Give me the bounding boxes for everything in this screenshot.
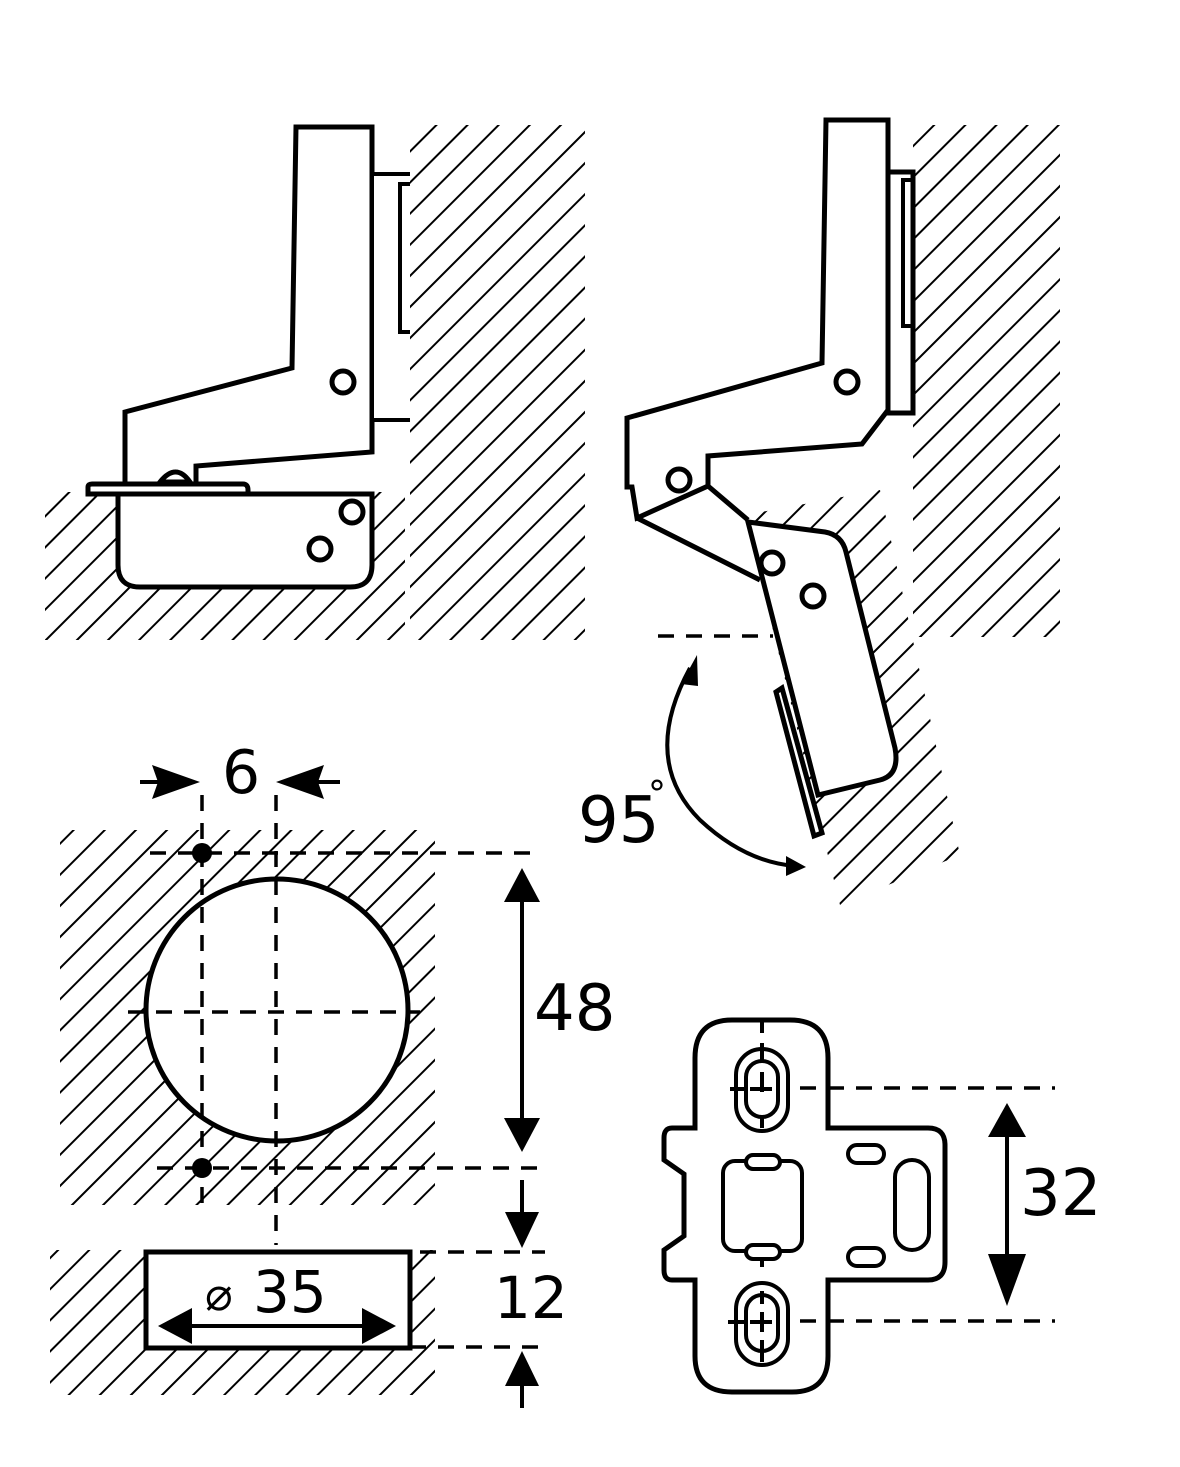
plate-spacing-arrow-top <box>988 1103 1026 1137</box>
angle-value: 95 <box>578 784 659 858</box>
open-hinge-view: 95 ° <box>578 117 1060 905</box>
door-edge <box>773 684 826 840</box>
plate-center-recess <box>721 1159 804 1253</box>
cup-screw-hole-1 <box>338 498 366 526</box>
open-pivot-hole-1 <box>833 368 861 396</box>
mounting-plate-open <box>884 169 916 416</box>
edge-offset-value: 6 <box>222 738 260 808</box>
hinge-cup-open <box>744 519 899 799</box>
mounting-plate-view: 32 <box>661 1017 1101 1395</box>
offset-arrow-right <box>276 765 324 799</box>
cup-depth-section: ⌀ 35 12 <box>50 1180 568 1408</box>
screw-spacing-value: 48 <box>534 972 615 1046</box>
plate-long-slot <box>893 1158 931 1252</box>
angle-arrow-head-bottom <box>786 856 806 876</box>
diameter-arrow-left <box>158 1308 192 1344</box>
plate-spacing-arrow-bottom <box>988 1254 1026 1306</box>
open-pivot-hole-2 <box>665 466 693 494</box>
hinge-cup <box>115 491 375 590</box>
diameter-symbol: ⌀ <box>205 1267 233 1321</box>
hinge-arm-open <box>624 117 891 522</box>
hinge-arm <box>122 124 375 487</box>
plate-small-slot-bottom <box>846 1246 886 1268</box>
plate-spacing-value: 32 <box>1020 1157 1101 1231</box>
plate-small-slot-top <box>846 1143 886 1165</box>
screw-point-bottom <box>192 1158 212 1178</box>
plate-center-slot-top <box>744 1153 782 1171</box>
spacing-arrow-bottom <box>504 1118 540 1152</box>
cup-screw-hole-2 <box>306 535 334 563</box>
spacing-arrow-top <box>504 868 540 902</box>
plate-center-slot-bottom <box>744 1243 782 1261</box>
mounting-plate-outline <box>661 1017 948 1395</box>
hinge-linkage <box>635 484 762 583</box>
depth-arrow-bottom <box>505 1351 539 1386</box>
open-cup-hole-1 <box>758 549 786 577</box>
closed-hinge-view <box>45 124 585 640</box>
cup-drilling-view: 6 48 <box>60 738 615 1245</box>
pivot-hole <box>329 368 357 396</box>
angle-arc <box>665 667 796 868</box>
angle-unit: ° <box>648 774 666 815</box>
angle-arrow-head-top <box>681 655 698 686</box>
screw-point-top <box>192 843 212 863</box>
offset-arrow-left <box>152 765 200 799</box>
open-cup-hole-2 <box>799 582 827 610</box>
cabinet-wall-hatch <box>410 125 585 640</box>
cup-depth-value: 12 <box>494 1264 568 1332</box>
diameter-arrow-right <box>362 1308 396 1344</box>
rivet <box>154 469 195 485</box>
cup-diameter-value: 35 <box>253 1258 327 1326</box>
mounting-plate-side <box>374 174 410 420</box>
depth-arrow-top <box>505 1212 539 1248</box>
cabinet-wall-hatch-right <box>913 125 1060 637</box>
